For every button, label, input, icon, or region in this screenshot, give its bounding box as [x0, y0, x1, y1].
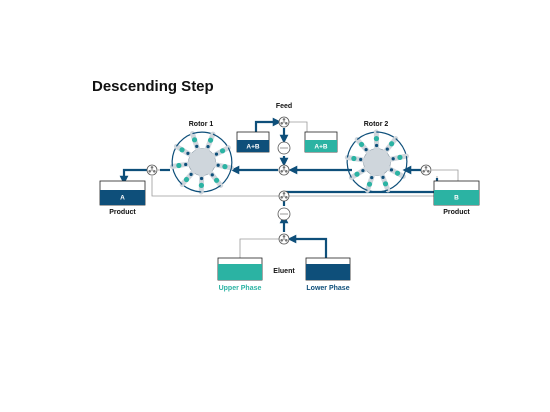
feed-tank-left: A+B — [236, 131, 270, 153]
upper-phase-tank — [217, 257, 263, 281]
lower-phase-label: Lower Phase — [306, 285, 349, 292]
rotor-1-label: Rotor 1 — [189, 121, 214, 128]
eluent-valve-icon — [278, 233, 290, 245]
product-right-label: Product — [443, 209, 470, 216]
feed-tank-right: A+B — [304, 131, 338, 153]
feed-label: Feed — [276, 103, 292, 110]
left-valve-icon — [146, 164, 158, 176]
feed-valve-icon — [278, 116, 290, 128]
product-tank-b-label: B — [454, 195, 459, 202]
upper-phase-label: Upper Phase — [219, 285, 262, 292]
feed-tank-left-label: A+B — [246, 144, 259, 151]
feed-pump-icon — [277, 141, 291, 155]
junction-valve-icon — [278, 190, 290, 202]
lower-phase-tank — [305, 257, 351, 281]
product-left-label: Product — [109, 209, 136, 216]
product-tank-a-label: A — [120, 195, 125, 202]
rotor-2-icon — [344, 129, 409, 193]
product-tank-a: A — [99, 180, 146, 206]
eluent-label: Eluent — [273, 268, 295, 275]
right-valve-icon — [420, 164, 432, 176]
rotor-1-icon — [169, 131, 234, 195]
eluent-pump-icon — [277, 207, 291, 221]
center-valve-icon — [278, 164, 290, 176]
feed-tank-right-label: A+B — [314, 144, 327, 151]
product-tank-b: B — [433, 180, 480, 206]
page-title: Descending Step — [92, 78, 214, 95]
rotor-2-label: Rotor 2 — [364, 121, 389, 128]
